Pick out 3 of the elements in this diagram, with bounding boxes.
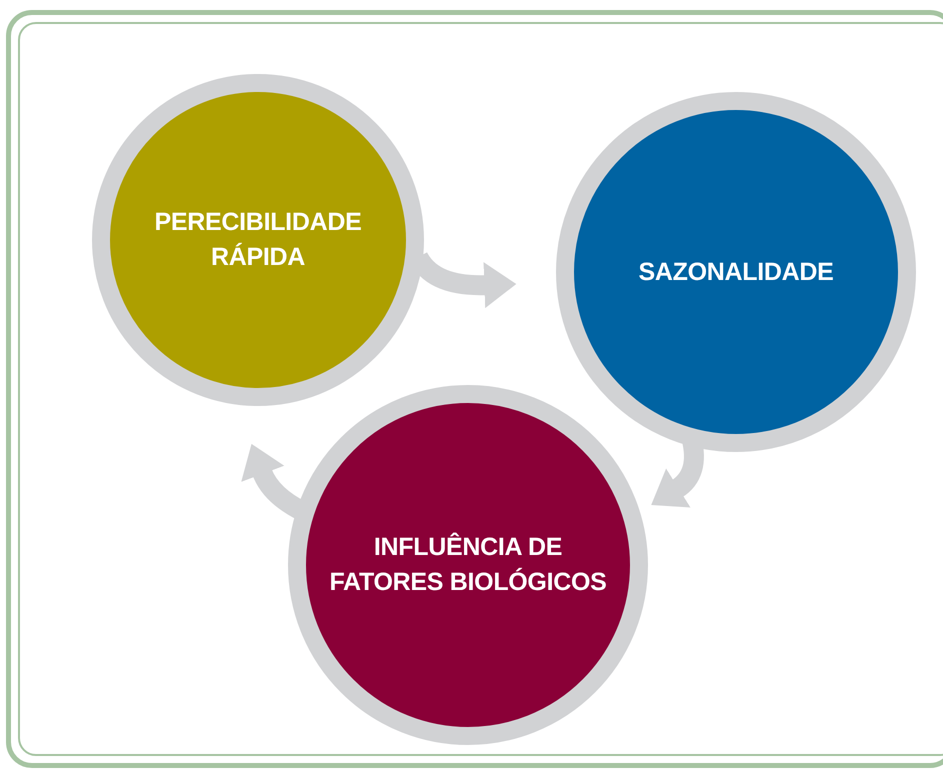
node-label: PERECIBILIDADE RÁPIDA xyxy=(154,207,362,273)
node-label: INFLUÊNCIA DE FATORES BIOLÓGICOS xyxy=(328,532,608,598)
node-label: SAZONALIDADE xyxy=(638,256,834,288)
